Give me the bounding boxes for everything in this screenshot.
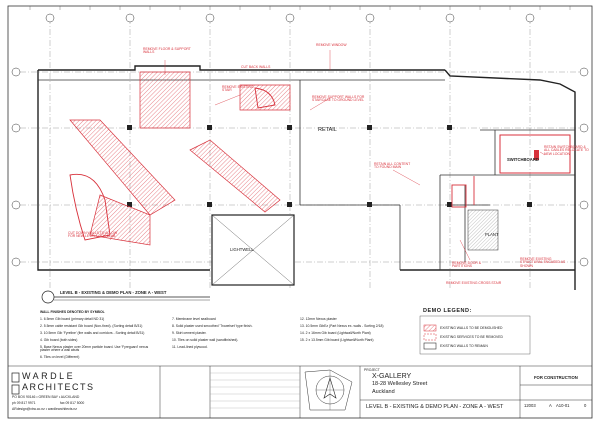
project-city: Auckland [372,389,395,395]
note-item: 8. Solid plaster used smoothed 'Trowelse… [172,323,253,328]
plant-stair [467,209,499,251]
lightwell [211,214,295,286]
firm-phone: ph 09 817 9971 [12,401,36,405]
room-label-lightwell: LIGHTWELL [230,247,254,252]
note-remove-cross-stair: REMOVE EXISTING CROSS STAIR [446,281,502,285]
demo-legend-heading: DEMO LEGEND: [423,308,472,314]
notes-column-1: 1. 6.5mm GIb board (primary detail ND 31… [40,317,152,363]
note-item: 5. Base Nexus plaster over 20mm particle… [40,344,149,353]
legend-item-services: EXISTING SERVICES TO BE REMOVED [440,335,503,339]
note-item: 10. Tiles on solid plaster wall (sandfin… [172,337,239,342]
note-leaders [109,50,546,261]
note-item: 3. 10.5mm Gib 'Fyreline' (fire walls and… [40,330,145,335]
plan-title: LEVEL B - EXISTING & DEMO PLAN - ZONE A … [60,290,167,295]
notes-column-2: 7. Membrane level sealboard 8. Solid pla… [172,317,282,353]
key-plan-icon [304,369,353,411]
firm-fax: fax 09 817 5000 [60,401,85,405]
switchboard-room [499,134,571,174]
project-label: PROJECT [364,368,380,372]
note-remove-door: REMOVE DOOR & PARTITIONS [452,261,482,269]
legend-item-demolished: EXISTING WALLS TO BE DEMOLISHED [440,326,503,330]
note-item: 6. Tiles on level (Different) [40,354,80,359]
issue-number: 0 [584,403,587,408]
project-name: X-GALLERY [372,373,412,380]
notes-column-3: 12. 12mm Nexus plaster 13. 10.5mm GibEz … [300,317,410,346]
note-item: 15. 2 x 13.5mm Gib board (Lightwell/Nort… [300,337,374,342]
demolition-areas [69,71,291,246]
building-outline [37,65,576,290]
plan-title-strip [41,290,210,304]
note-retain-content: RETAIN ALL CONTENT TO FOUND MAIN [374,162,411,170]
note-item: 13. 10.5mm GibEz (Part Nexus ex- walls -… [300,323,384,328]
firm-name-line1: WARDLE [22,371,76,381]
demo-legend-box [419,315,531,355]
room-label-plant: PLANT [485,232,499,237]
grid-bubbles [11,13,589,267]
project-street: 18-28 Wellesley Street [372,381,428,387]
note-item: 2. 5.5mm cable resistant Gib board (Non-… [40,323,143,328]
demolition-outlines [69,87,475,241]
firm-email: ARdesign@xtra.co.nz • wardlearchitects.n… [12,407,77,411]
note-item: 14. 2 x 16mm Gib board (Lightwall/North … [300,330,371,335]
note-cut-back-walls: CUT BACK WALLS [241,65,271,69]
columns [127,125,532,207]
note-item: 11. Lead-lined plywood. [172,344,208,349]
note-cut-down-walls: CUT DOWN WALLS TO ALLOW FOR NEW LEVEL LO… [68,231,118,239]
room-label-switchboard: SWITCHBOARD [507,157,539,162]
firm-address: PO BOX 90146 • GREEN BAY • AUCKLAND [12,395,80,399]
sheet-number: A10-01 [556,403,570,408]
drawing-title: LEVEL B - EXISTING & DEMO PLAN - ZONE A … [366,404,504,410]
note-item: 1. 6.5mm GIb board (primary detail ND 31… [40,317,105,321]
revision-letter: A [549,403,552,408]
note-item: 12. 12mm Nexus plaster [300,317,337,321]
notes-heading: WALL FINISHES DENOTED BY SYMBOL [40,310,105,314]
note-remove-floor: REMOVE FLOOR & SUPPORT WALLS [143,47,191,55]
room-label-retail: RETAIL [318,127,337,133]
job-number: 12003 [524,403,536,408]
note-item: 7. Membrane level sealboard [172,317,216,321]
note-item: 4. Gib board (both sides) [40,337,78,342]
interior-walls [38,79,575,270]
note-item: 9. Skirt cement plaster. [172,330,207,335]
firm-name-line2: ARCHITECTS [22,382,95,392]
note-retain-switchboard: RETAIN SWITCHBOARD & ALL CABLES RELOCATE… [544,145,589,156]
drawing-status: FOR CONSTRUCTION [534,375,578,380]
top-ruler [29,6,571,10]
firm-logo-icon [11,372,20,395]
note-remove-window: REMOVE WINDOW [316,43,347,47]
note-remove-support-walls: REMOVE SUPPORT WALLS FOR STAIRCASE TO GR… [312,95,365,103]
note-remove-structural: REMOVE EXISTING STRUCTURAL ENCASED AS SH… [520,257,566,268]
revision-table [210,372,300,409]
titleblock-grid [159,366,592,418]
legend-item-remain: EXISTING WALLS TO REMAIN [440,344,488,348]
note-remove-stair: REMOVE EXISTING STAIR [222,85,254,93]
